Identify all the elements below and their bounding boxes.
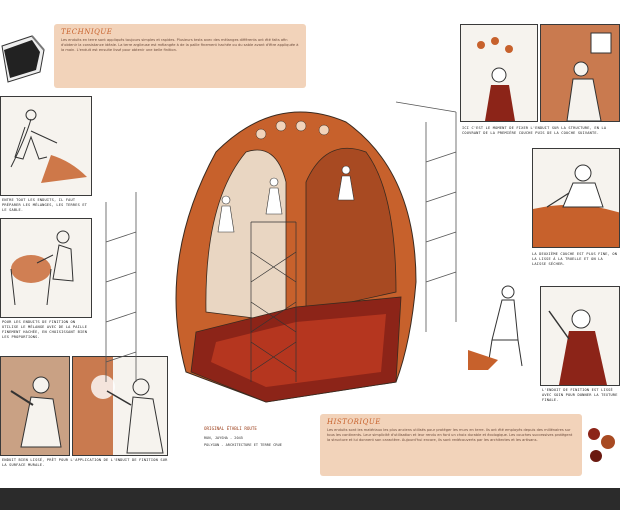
- worker-sketch-3: [1, 357, 69, 455]
- trowel-illustration: [1, 35, 45, 83]
- historique-panel: HISTORIQUE Les enduits sont les matériau…: [320, 414, 582, 476]
- historique-body: Les enduits sont les matériaux les plus …: [327, 428, 573, 443]
- caption-left-3: ENDUIT BIEN LISSÉ, PRÊT POUR L'APPLICATI…: [2, 458, 168, 467]
- left-frame-2: [0, 218, 92, 318]
- caption-left-1: ENTRE TOUT LES ENDUITS, IL FAUT PRÉPARER…: [2, 198, 88, 212]
- technique-panel: TECHNIQUE Les enduits en terre sont appl…: [54, 24, 306, 88]
- right-frame-2: [540, 24, 620, 122]
- left-frame-1: [0, 96, 92, 196]
- caption-right-3: L'ENDUIT DE FINITION EST LISSÉ AVEC SOIN…: [542, 388, 618, 402]
- worker-sketch-1: [10, 109, 87, 183]
- left-frame-3: [0, 356, 70, 456]
- scaffolding: [105, 101, 457, 382]
- poster-page: TECHNIQUE Les enduits en terre sont appl…: [0, 0, 620, 488]
- caption-right-2: LA DEUXIÈME COUCHE EST PLUS FINE, ON LA …: [532, 252, 618, 266]
- right-frame-3: [532, 148, 620, 248]
- historique-title: HISTORIQUE: [327, 418, 381, 426]
- worker-sketch-2: [10, 230, 74, 306]
- caption-left-2: POUR LES ENDUITS DE FINITION ON UTILISE …: [2, 320, 88, 339]
- right-frame-4: [540, 286, 620, 386]
- viewer-bottom-bar: [0, 488, 620, 510]
- right-frame-1: [460, 24, 538, 122]
- worker-sketch-8: [541, 287, 619, 385]
- legend-line-1: RUN, JAYSHA - 2045: [204, 436, 243, 440]
- technique-body: Les enduits en terre sont appliqués touj…: [61, 38, 299, 53]
- legend-line-2: POLYGON - ARCHITECTURE ET TERRE CRUE: [204, 443, 282, 447]
- worker-sketch-7: [468, 285, 523, 370]
- legend-title: ORIGINAL ÉTABLI ROUTE: [204, 426, 257, 431]
- clay-balls-illustration: [588, 428, 615, 462]
- worker-sketch-4: [461, 25, 537, 121]
- caption-right-1: ICI C'EST LE MOMENT DE FIXER L'ENDUIT SU…: [462, 126, 607, 135]
- technique-title: TECHNIQUE: [61, 28, 113, 36]
- dome-cutaway-illustration: [105, 101, 457, 403]
- worker-sketch-6: [533, 164, 619, 247]
- worker-sketch-5: [541, 25, 619, 121]
